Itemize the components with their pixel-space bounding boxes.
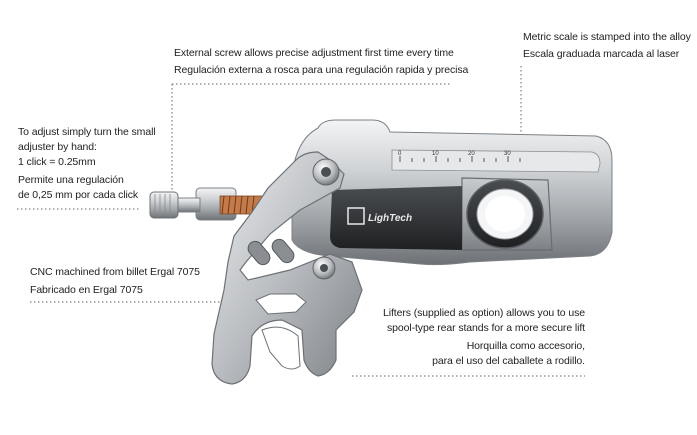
lower-screw — [312, 256, 336, 280]
annotation-top-center-en: External screw allows precise adjustment… — [174, 47, 454, 59]
annotation-bottom-right-es-2: para el uso del caballete a rodillo. — [432, 355, 585, 367]
annotation-left-lower-es: Fabricado en Ergal 7075 — [30, 284, 143, 296]
annotation-bottom-right-es-1: Horquilla como accesorio, — [466, 340, 585, 352]
adjusting-screw — [149, 187, 265, 221]
brand-logo: LighTech — [347, 207, 412, 225]
annotation-left-en-3: 1 click = 0.25mm — [18, 156, 96, 168]
brand-logo-text: LighTech — [368, 213, 412, 224]
annotation-left-en-1: To adjust simply turn the small — [18, 126, 156, 138]
scale-label-10: 10 — [432, 151, 439, 157]
top-screw — [312, 158, 340, 186]
metric-scale — [399, 156, 521, 162]
bracket-plate — [211, 151, 363, 385]
annotation-bottom-right-en-2: spool-type rear stands for a more secure… — [386, 322, 585, 334]
scale-label-30: 30 — [504, 151, 511, 157]
annotation-top-center-es: Regulación externa a rosca para una regu… — [174, 64, 469, 76]
annotation-left-lower-en: CNC machined from billet Ergal 7075 — [30, 266, 200, 278]
scale-label-20: 20 — [468, 151, 475, 157]
scale-label-0: 0 — [398, 151, 402, 157]
annotation-left-es-2: de 0,25 mm por cada click — [18, 189, 139, 201]
annotation-top-right-es: Escala graduada marcada al laser — [523, 48, 680, 60]
annotation-left-en-2: adjuster by hand: — [18, 141, 97, 153]
scale-labels: 0 10 20 30 — [398, 151, 511, 157]
leader-lines — [17, 66, 585, 377]
annotation-left-es-1: Permite una regulación — [18, 174, 124, 186]
adjuster-body — [291, 119, 613, 266]
annotation-bottom-right-en-1: Lifters (supplied as option) allows you … — [382, 307, 585, 319]
annotation-top-right-en: Metric scale is stamped into the alloy — [523, 31, 691, 43]
